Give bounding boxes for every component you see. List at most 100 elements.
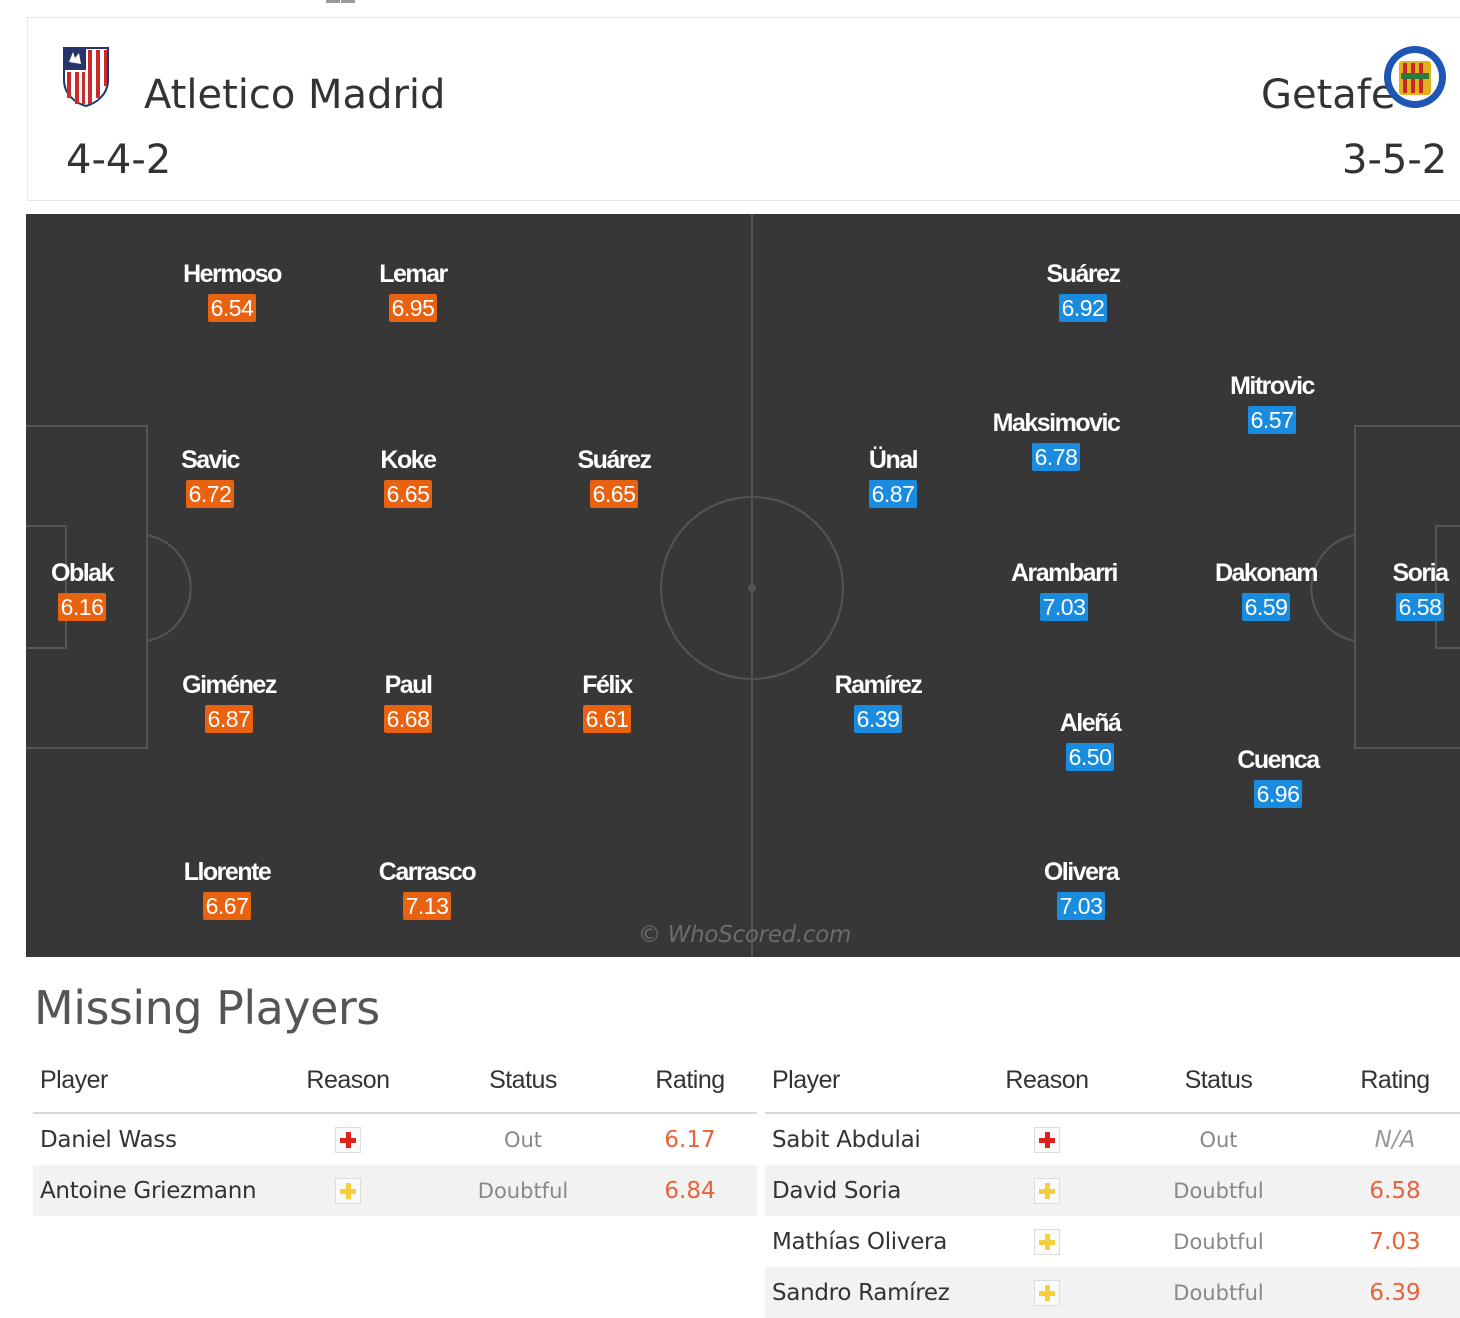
player-rating-badge: 6.50 <box>1065 743 1115 771</box>
missing-player-name[interactable]: Sabit Abdulai <box>772 1126 921 1153</box>
missing-rating: 6.58 <box>1330 1165 1460 1216</box>
player-rating-badge: 7.03 <box>1056 892 1106 920</box>
player-rating-badge: 6.65 <box>589 480 639 508</box>
player-name: Ramírez <box>834 671 923 699</box>
away-player-suarez[interactable]: Suárez 6.92 <box>993 259 1173 322</box>
watermark: © WhoScored.com <box>638 922 852 948</box>
away-player-unal[interactable]: Ünal 6.87 <box>803 445 983 508</box>
missing-player-name[interactable]: Antoine Griezmann <box>33 1165 273 1216</box>
table-row: Mathías Olivera Doubtful 7.03 <box>765 1216 1460 1267</box>
away-player-maksimovic[interactable]: Maksimovic 6.78 <box>966 408 1146 471</box>
away-player-alena[interactable]: Aleñá 6.50 <box>1000 708 1180 771</box>
player-name: Giménez <box>182 671 277 699</box>
player-name: Maksimovic <box>992 409 1121 437</box>
home-team-name[interactable]: Atletico Madrid <box>144 72 446 118</box>
missing-players-title: Missing Players <box>34 981 380 1035</box>
cropped-top-border <box>26 0 1460 4</box>
getafe-crest-icon <box>1384 46 1446 108</box>
missing-player-name[interactable]: David Soria <box>765 1165 987 1216</box>
doubtful-cross-icon <box>335 1177 361 1204</box>
player-name: Cuenca <box>1237 746 1320 774</box>
player-name: Suárez <box>577 446 652 474</box>
player-name: Suárez <box>1046 260 1121 288</box>
away-player-dakonam[interactable]: Dakonam 6.59 <box>1176 558 1356 621</box>
missing-rating: 6.39 <box>1330 1267 1460 1318</box>
player-name: Carrasco <box>378 858 477 886</box>
player-name: Soria <box>1392 559 1449 587</box>
home-formation: 4-4-2 <box>66 137 172 183</box>
player-name: Oblak <box>51 559 114 587</box>
away-team-name[interactable]: Getafe <box>1261 72 1396 118</box>
player-rating-badge: 6.87 <box>868 480 918 508</box>
player-rating-badge: 6.72 <box>185 480 235 508</box>
home-player-lemar[interactable]: Lemar 6.95 <box>323 259 503 322</box>
player-name: Ünal <box>868 446 919 474</box>
player-name: Hermoso <box>183 260 282 288</box>
column-header-player[interactable]: Player <box>33 1048 273 1114</box>
player-name: Olivera <box>1043 858 1120 886</box>
home-player-gimenez[interactable]: Giménez 6.87 <box>139 670 319 733</box>
player-rating-badge: 6.87 <box>204 705 254 733</box>
table-row: David Soria Doubtful 6.58 <box>765 1165 1460 1216</box>
missing-status: Out <box>503 1127 543 1152</box>
away-player-olivera[interactable]: Olivera 7.03 <box>991 857 1171 920</box>
player-name: Arambarri <box>1011 559 1119 587</box>
player-name: Llorente <box>183 858 272 886</box>
home-player-oblak[interactable]: Oblak 6.16 <box>26 558 172 621</box>
atletico-crest-icon <box>63 47 109 108</box>
player-name: Mitrovic <box>1230 372 1315 400</box>
table-row: Sabit Abdulai Out N/A <box>765 1113 1460 1165</box>
doubtful-cross-icon <box>1034 1177 1060 1204</box>
home-player-savic[interactable]: Savic 6.72 <box>120 445 300 508</box>
player-rating-badge: 6.96 <box>1253 780 1303 808</box>
missing-player-name[interactable]: Mathías Olivera <box>772 1228 948 1255</box>
missing-rating: 6.17 <box>664 1126 716 1153</box>
missing-rating: N/A <box>1374 1126 1416 1153</box>
home-player-suarez[interactable]: Suárez 6.65 <box>524 445 704 508</box>
column-header-status[interactable]: Status <box>1107 1048 1330 1114</box>
column-header-rating[interactable]: Rating <box>1330 1048 1460 1114</box>
column-header-player[interactable]: Player <box>765 1048 987 1114</box>
column-header-reason[interactable]: Reason <box>273 1048 423 1114</box>
player-rating-badge: 6.16 <box>57 593 107 621</box>
home-player-paul[interactable]: Paul 6.68 <box>318 670 498 733</box>
table-row: Sandro Ramírez Doubtful 6.39 <box>765 1267 1460 1318</box>
player-rating-badge: 6.59 <box>1241 593 1291 621</box>
team-header-card: Atletico Madrid 4-4-2 Getafe 3-5-2 <box>27 17 1460 201</box>
away-formation: 3-5-2 <box>1342 137 1448 183</box>
missing-status: Doubtful <box>1107 1267 1330 1318</box>
table-row: Antoine Griezmann Doubtful 6.84 <box>33 1165 757 1216</box>
player-rating-badge: 7.03 <box>1039 593 1089 621</box>
column-header-rating[interactable]: Rating <box>623 1048 757 1114</box>
home-player-felix[interactable]: Félix 6.61 <box>517 670 697 733</box>
table-header-row: Player Reason Status Rating <box>765 1048 1460 1114</box>
away-player-ramirez[interactable]: Ramírez 6.39 <box>788 670 968 733</box>
away-player-cuenca[interactable]: Cuenca 6.96 <box>1188 745 1368 808</box>
home-player-carrasco[interactable]: Carrasco 7.13 <box>337 857 517 920</box>
doubtful-cross-icon <box>1034 1279 1060 1306</box>
missing-player-name[interactable]: Daniel Wass <box>40 1126 177 1153</box>
away-player-arambarri[interactable]: Arambarri 7.03 <box>974 558 1154 621</box>
home-player-llorente[interactable]: Llorente 6.67 <box>137 857 317 920</box>
home-player-koke[interactable]: Koke 6.65 <box>318 445 498 508</box>
player-rating-badge: 6.67 <box>202 892 252 920</box>
missing-status: Doubtful <box>1173 1229 1264 1254</box>
table-row: Daniel Wass Out 6.17 <box>33 1113 757 1165</box>
missing-player-name[interactable]: Sandro Ramírez <box>765 1267 987 1318</box>
home-player-hermoso[interactable]: Hermoso 6.54 <box>142 259 322 322</box>
player-rating-badge: 6.39 <box>853 705 903 733</box>
player-rating-badge: 7.13 <box>402 892 452 920</box>
pitch: Hermoso 6.54 Lemar 6.95 Savic 6.72 Koke … <box>26 214 1460 957</box>
missing-status: Doubtful <box>423 1165 623 1216</box>
away-player-soria[interactable]: Soria 6.58 <box>1330 558 1460 621</box>
column-header-status[interactable]: Status <box>423 1048 623 1114</box>
player-name: Paul <box>384 671 433 699</box>
away-missing-table: Player Reason Status Rating Sabit Abdula… <box>765 1048 1460 1318</box>
injury-cross-icon <box>335 1126 361 1153</box>
home-missing-table: Player Reason Status Rating Daniel Wass … <box>33 1048 757 1216</box>
player-rating-badge: 6.95 <box>388 294 438 322</box>
table-header-row: Player Reason Status Rating <box>33 1048 757 1114</box>
column-header-reason[interactable]: Reason <box>987 1048 1107 1114</box>
missing-status: Out <box>1199 1127 1238 1152</box>
away-player-mitrovic[interactable]: Mitrovic 6.57 <box>1182 371 1362 434</box>
